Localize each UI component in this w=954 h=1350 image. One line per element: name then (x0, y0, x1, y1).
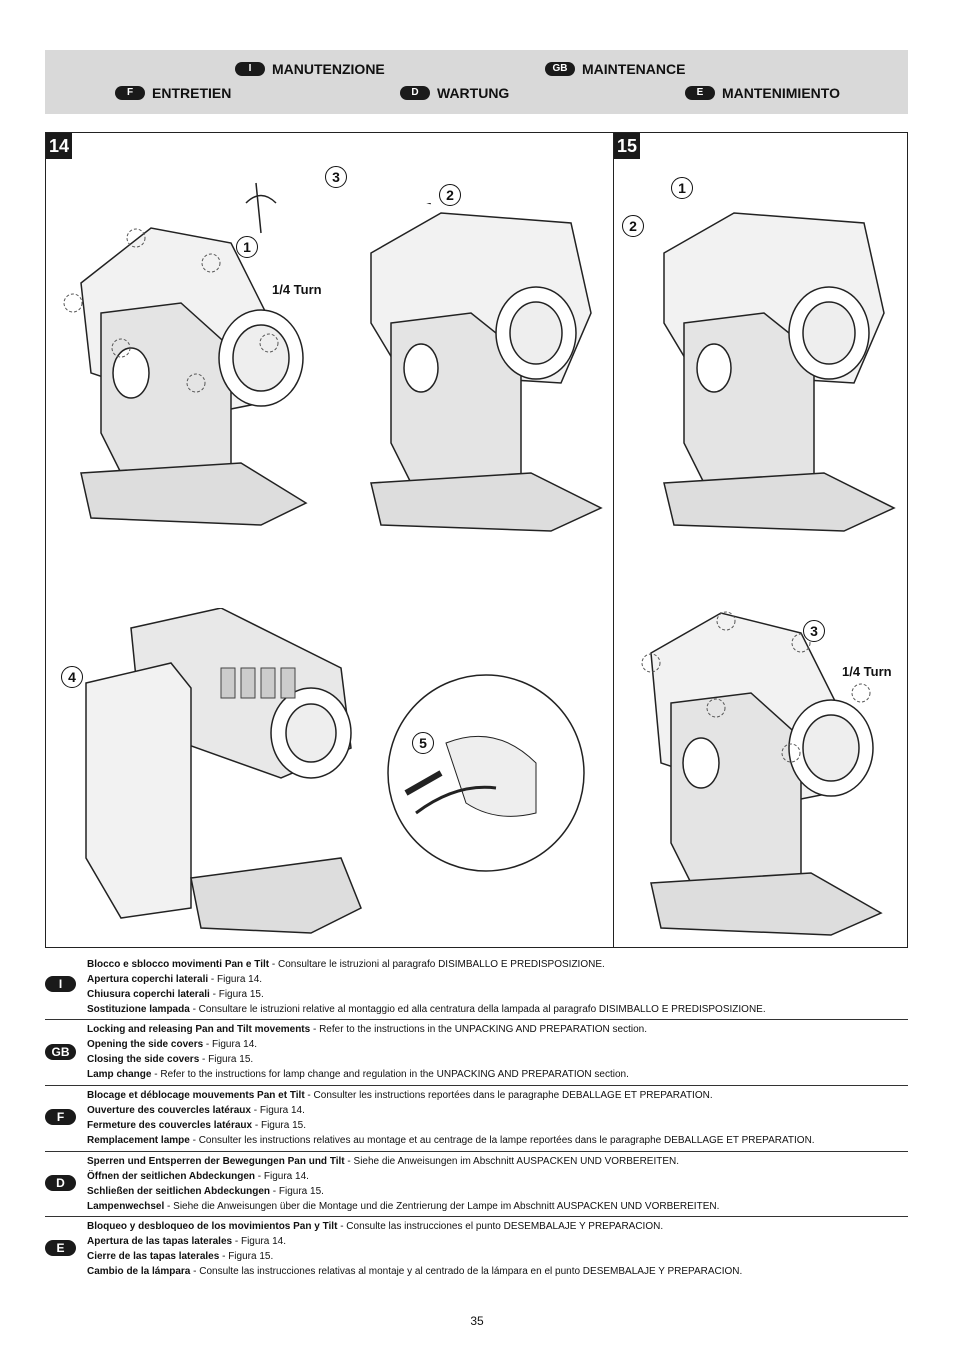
moving-head-fixture-illustration-3 (663, 212, 896, 532)
section-divider (45, 1216, 908, 1217)
lang-badge-gb: GB (545, 62, 575, 76)
text-line: Blocage et déblocage mouvements Pan et T… (87, 1090, 713, 1101)
header-item-it: I MANUTENZIONE (235, 61, 385, 77)
fig15-callout-3: 3 (803, 620, 825, 642)
section-fr-text: Blocage et déblocage mouvements Pan et T… (87, 1088, 815, 1148)
moving-head-fixture-cover-open-illustration (85, 608, 362, 934)
text-line: Chiusura coperchi laterali - Figura 15. (87, 989, 264, 1000)
header-item-gb: GB MAINTENANCE (545, 61, 685, 77)
header-label-gb: MAINTENANCE (582, 61, 686, 77)
section-es: E Bloqueo y desbloqueo de los movimiento… (45, 1219, 908, 1281)
lang-badge-it-section: I (45, 976, 76, 992)
lang-badge-es: E (685, 86, 715, 100)
figure-divider (613, 133, 614, 947)
fig15-callout-2: 2 (622, 215, 644, 237)
text-line: Bloqueo y desbloqueo de los movimientos … (87, 1221, 664, 1232)
moving-head-fixture-illustration-4 (641, 611, 883, 936)
section-it-text: Blocco e sblocco movimenti Pan e Tilt - … (87, 957, 766, 1017)
header-label-de: WARTUNG (437, 85, 510, 101)
section-divider (45, 1151, 908, 1152)
section-de: D Sperren und Entsperren der Bewegungen … (45, 1154, 908, 1216)
lang-badge-de-section: D (45, 1175, 76, 1191)
lamp-cable-detail-illustration (387, 674, 585, 872)
text-line: Cambio de la lámpara - Consulte las inst… (87, 1266, 743, 1277)
lang-badge-fr: F (115, 86, 145, 100)
text-line: Lampenwechsel - Siehe die Anweisungen üb… (87, 1201, 720, 1212)
section-divider (45, 1085, 908, 1086)
text-line: Locking and releasing Pan and Tilt movem… (87, 1024, 647, 1035)
text-line: Remplacement lampe - Consulter les instr… (87, 1135, 815, 1146)
section-gb-text: Locking and releasing Pan and Tilt movem… (87, 1022, 647, 1082)
section-it: I Blocco e sblocco movimenti Pan e Tilt … (45, 957, 908, 1019)
lang-badge-gb-section: GB (45, 1044, 76, 1060)
header-label-it: MANUTENZIONE (272, 61, 385, 77)
header-item-fr: F ENTRETIEN (115, 85, 231, 101)
fig14-turn-label: 1/4 Turn (272, 282, 322, 297)
text-line: Lamp change - Refer to the instructions … (87, 1069, 629, 1080)
text-line: Closing the side covers - Figura 15. (87, 1054, 254, 1065)
text-line: Blocco e sblocco movimenti Pan e Tilt - … (87, 959, 605, 970)
header-label-fr: ENTRETIEN (152, 85, 232, 101)
header-item-es: E MANTENIMIENTO (685, 85, 840, 101)
header-label-es: MANTENIMIENTO (722, 85, 840, 101)
page-number: 35 (470, 1314, 484, 1328)
section-divider (45, 1019, 908, 1020)
text-line: Schließen der seitlichen Abdeckungen - F… (87, 1186, 324, 1197)
lang-badge-de: D (400, 86, 430, 100)
text-line: Opening the side covers - Figura 14. (87, 1039, 258, 1050)
figure-panel: 14 15 1 1/4 Turn 3 2 (45, 132, 908, 948)
figure-number-15: 15 (614, 133, 640, 159)
text-line: Sostituzione lampada - Consultare le ist… (87, 1004, 766, 1015)
lang-badge-es-section: E (45, 1240, 76, 1256)
fig14-callout-1: 1 (236, 236, 258, 258)
section-header-bar: I MANUTENZIONE GB MAINTENANCE F ENTRETIE… (45, 50, 908, 114)
text-line: Sperren und Entsperren der Bewegungen Pa… (87, 1156, 680, 1167)
lang-badge-it: I (235, 62, 265, 76)
lang-badge-fr-section: F (45, 1109, 76, 1125)
figure-number-14: 14 (46, 133, 72, 159)
text-line: Apertura coperchi laterali - Figura 14. (87, 974, 263, 985)
section-fr: F Blocage et déblocage mouvements Pan et… (45, 1088, 908, 1150)
fig15-turn-label: 1/4 Turn (842, 664, 892, 679)
fig14-callout-5: 5 (412, 732, 434, 754)
fig14-callout-2: 2 (439, 184, 461, 206)
section-de-text: Sperren und Entsperren der Bewegungen Pa… (87, 1154, 719, 1214)
fig14-callout-3: 3 (325, 166, 347, 188)
fig14-callout-4: 4 (61, 666, 83, 688)
moving-head-fixture-illustration (63, 182, 308, 526)
text-line: Fermeture des couvercles latéraux - Figu… (87, 1120, 307, 1131)
text-line: Cierre de las tapas laterales - Figura 1… (87, 1251, 274, 1262)
section-gb: GB Locking and releasing Pan and Tilt mo… (45, 1022, 908, 1084)
section-es-text: Bloqueo y desbloqueo de los movimientos … (87, 1219, 742, 1279)
fig15-callout-1: 1 (671, 177, 693, 199)
moving-head-fixture-illustration-2 (370, 203, 603, 532)
text-line: Öffnen der seitlichen Abdeckungen - Figu… (87, 1171, 309, 1182)
text-line: Apertura de las tapas laterales - Figura… (87, 1236, 286, 1247)
header-item-de: D WARTUNG (400, 85, 509, 101)
text-line: Ouverture des couvercles latéraux - Figu… (87, 1105, 305, 1116)
